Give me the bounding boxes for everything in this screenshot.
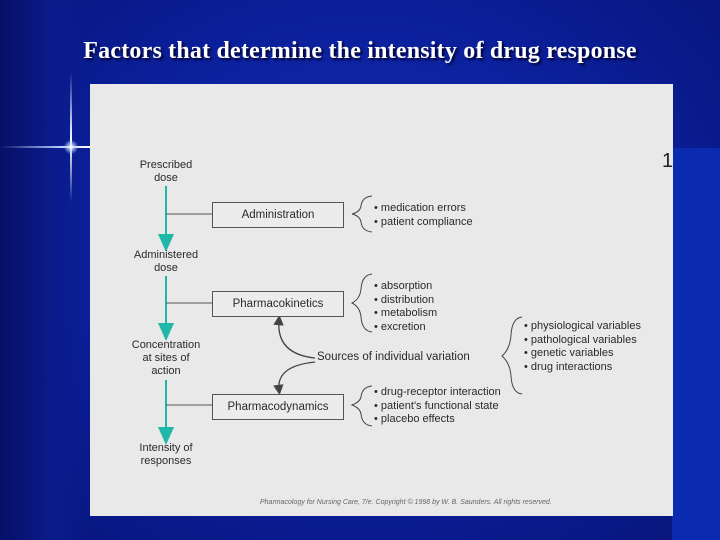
brace-pharmacodynamics (350, 385, 373, 427)
background-shade-right (672, 148, 720, 540)
box-pharmacodynamics: Pharmacodynamics (212, 394, 344, 420)
list-item: metabolism (374, 307, 437, 321)
pharmacodynamics-factors: drug-receptor interaction patient's func… (374, 386, 501, 427)
list-item: placebo effects (374, 413, 501, 427)
node-text-line: responses (140, 455, 192, 467)
list-item: drug interactions (524, 361, 641, 375)
light-flare-vertical (70, 72, 72, 202)
list-item: genetic variables (524, 347, 641, 361)
brace-pharmacokinetics (350, 273, 373, 333)
node-text-line: Administered (133, 249, 199, 261)
list-item: patient's functional state (374, 400, 501, 414)
variation-sources-list: physiological variables pathological var… (524, 320, 641, 374)
list-item: pathological variables (524, 334, 641, 348)
light-flare-center (64, 140, 78, 154)
node-text-line: Prescribed (139, 159, 193, 171)
arrow-variation-to-pharmacokinetics (273, 314, 316, 359)
node-text-line: Concentration (131, 339, 201, 351)
node-concentration: Concentration at sites of action (118, 339, 214, 378)
node-text-line: Intensity of (139, 442, 193, 454)
list-item: physiological variables (524, 320, 641, 334)
node-text-line: dose (154, 172, 178, 184)
list-item: excretion (374, 321, 437, 335)
node-intensity-of-responses: Intensity of responses (120, 442, 212, 468)
list-item: drug-receptor interaction (374, 386, 501, 400)
slide-title: Factors that determine the intensity of … (83, 38, 637, 64)
brace-variation-sources (501, 316, 523, 395)
arrow-variation-to-pharmacodynamics (273, 361, 316, 396)
light-flare-horizontal (0, 146, 90, 148)
list-item: medication errors (374, 202, 473, 216)
list-item: absorption (374, 280, 437, 294)
sources-of-variation-label: Sources of individual variation (317, 351, 470, 363)
node-text-line: at sites of (142, 352, 190, 364)
node-administered-dose: Administered dose (120, 249, 212, 275)
box-administration: Administration (212, 202, 344, 228)
brace-administration (351, 195, 373, 233)
node-prescribed-dose: Prescribed dose (124, 159, 208, 185)
copyright-footer: Pharmacology for Nursing Care, 7/e. Copy… (260, 499, 552, 506)
node-text-line: action (151, 365, 181, 377)
list-item: patient compliance (374, 216, 473, 230)
node-text-line: dose (154, 262, 178, 274)
diagram-panel: 1 Prescribed dose Administered dose Conc… (90, 84, 673, 516)
background-shade-left (0, 0, 90, 540)
list-item: distribution (374, 294, 437, 308)
box-pharmacokinetics: Pharmacokinetics (212, 291, 344, 317)
administration-factors: medication errors patient compliance (374, 202, 473, 229)
figure-page-number: 1 (662, 150, 674, 172)
pharmacokinetics-factors: absorption distribution metabolism excre… (374, 280, 437, 334)
diagram-connectors (158, 186, 523, 445)
